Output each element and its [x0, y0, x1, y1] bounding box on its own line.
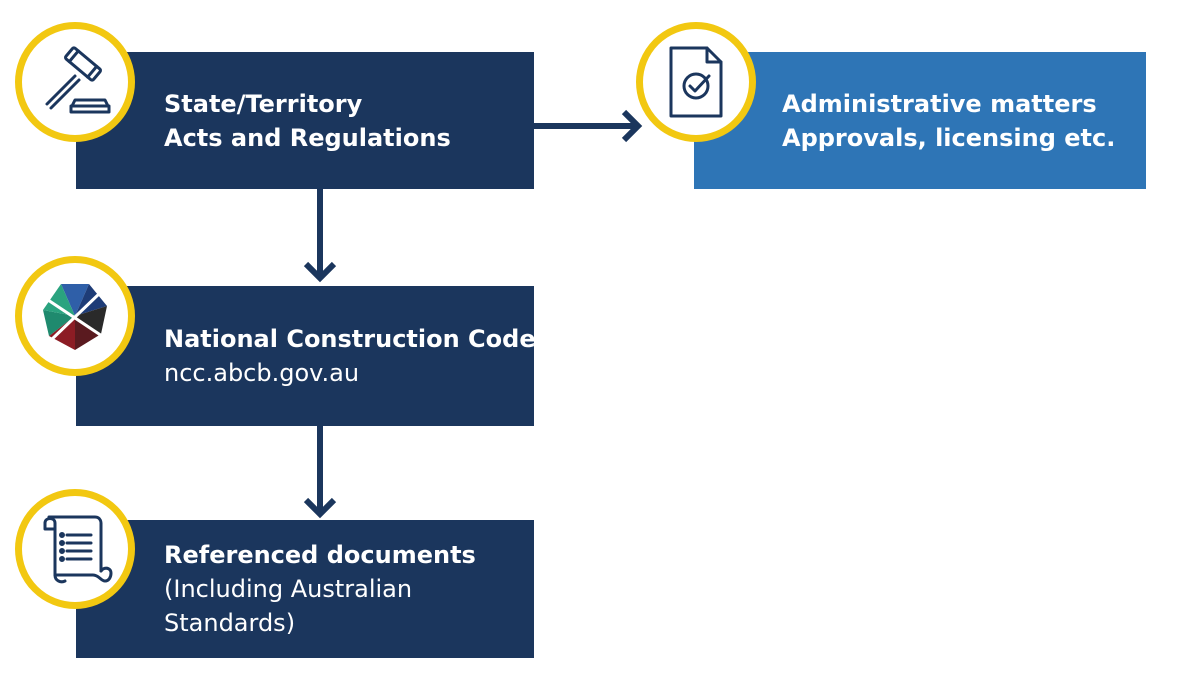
arrowhead-acts-to-admin — [621, 109, 643, 143]
document-check-circle — [636, 22, 756, 142]
ncc-title: National Construction Code — [164, 325, 536, 353]
acts-regulations-text: State/Territory Acts and Regulations — [164, 52, 524, 189]
arrowhead-ncc-to-referenced — [303, 497, 337, 519]
document-check-icon — [669, 46, 723, 118]
gavel-icon — [45, 46, 111, 114]
ncc-box: National Construction Code ncc.abcb.gov.… — [76, 286, 536, 426]
acts-title-line2: Acts and Regulations — [164, 123, 451, 152]
referenced-title: Referenced documents — [164, 541, 476, 569]
referenced-subtitle-line2: Standards) — [164, 609, 296, 637]
ncc-text: National Construction Code ncc.abcb.gov.… — [164, 286, 536, 426]
referenced-documents-text: Referenced documents (Including Australi… — [164, 520, 524, 658]
gavel-circle — [15, 22, 135, 142]
ncc-logo-circle — [15, 256, 135, 376]
scroll-document-circle — [15, 489, 135, 609]
administrative-matters-box: Administrative matters Approvals, licens… — [694, 52, 1146, 189]
administrative-matters-text: Administrative matters Approvals, licens… — [782, 52, 1136, 189]
admin-title-line2: Approvals, licensing etc. — [782, 123, 1116, 152]
acts-regulations-box: State/Territory Acts and Regulations — [76, 52, 534, 189]
admin-title-line1: Administrative matters — [782, 89, 1097, 118]
referenced-subtitle-line1: (Including Australian — [164, 575, 413, 603]
referenced-documents-box: Referenced documents (Including Australi… — [76, 520, 534, 658]
ncc-url: ncc.abcb.gov.au — [164, 359, 360, 387]
acts-title-line1: State/Territory — [164, 89, 363, 118]
arrowhead-acts-to-ncc — [303, 261, 337, 283]
ncc-logo — [43, 284, 107, 350]
scroll-document-icon — [43, 515, 113, 584]
